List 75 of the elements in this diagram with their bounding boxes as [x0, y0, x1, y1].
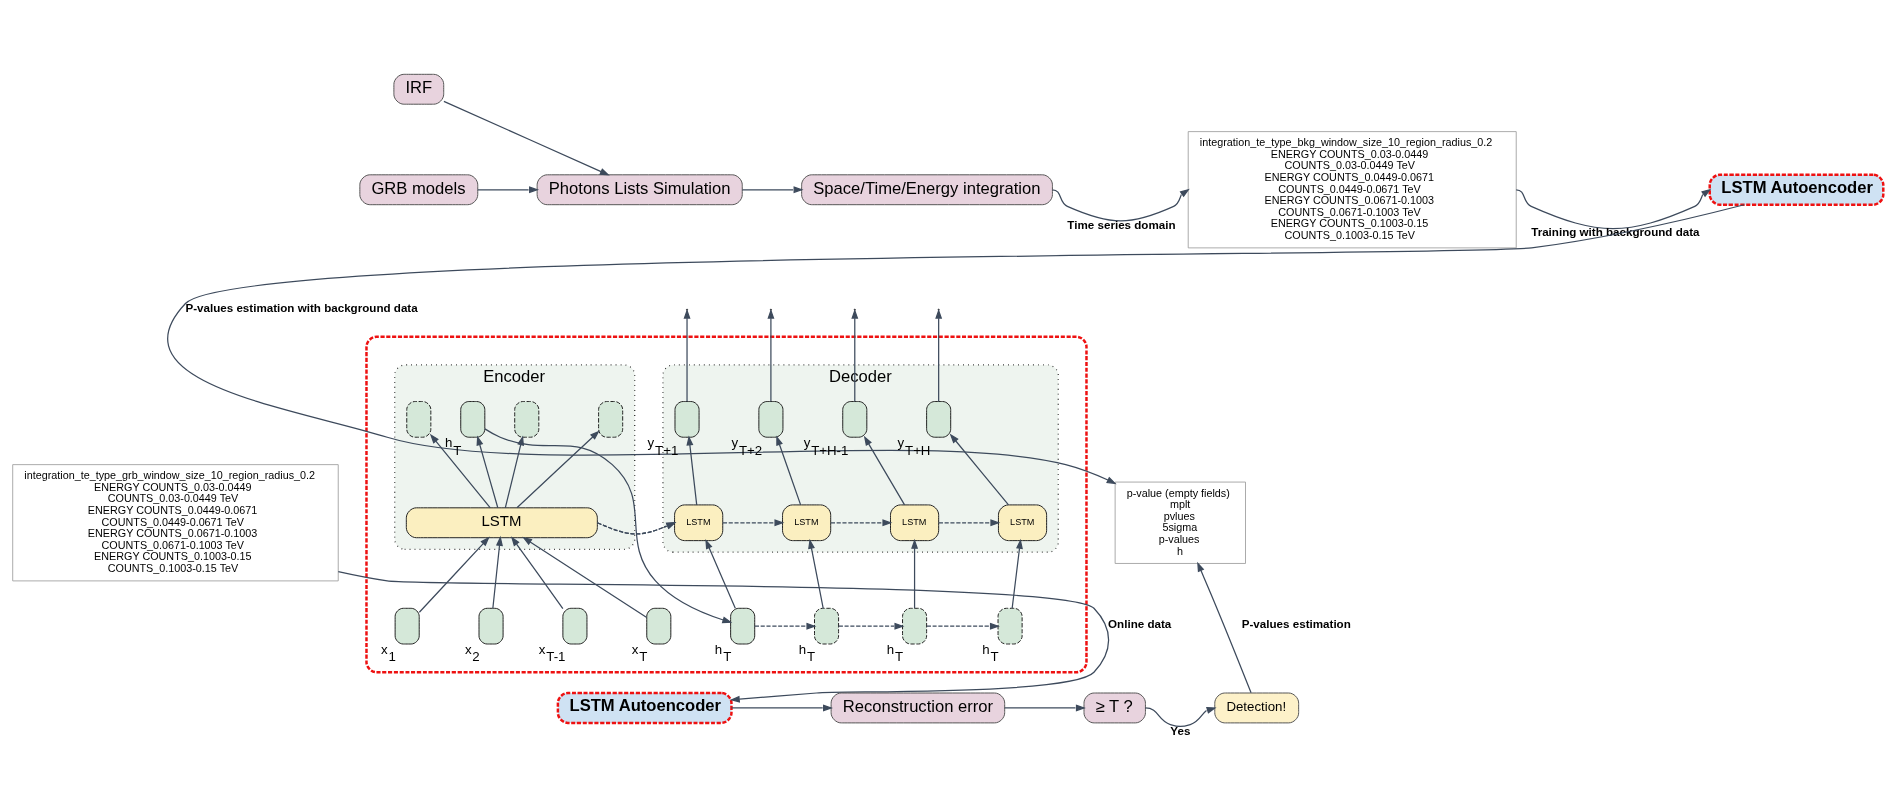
node-box: LSTM [997, 503, 1048, 541]
node-box: integration_te_type_bkg_window_size_10_region_radius_0.2 ENERGY COUNTS_0.03-0.0449 COUNTS_0.03-0.0449 TeV ENERGY COUNTS_0.0449-0.0671 COUNTS_0.0449-0.0671 TeV ENERGY COUNTS_0.0671-0.1003 COUNTS_0.0671-0.1003 TeV ENERGY COUNTS_0.1003-0.15 COUNTS_0.1003-0.15 TeV [1187, 130, 1517, 248]
arrow [722, 518, 785, 526]
node-box: Detection! [1214, 692, 1300, 723]
node-box [842, 400, 868, 438]
node-box [478, 607, 504, 644]
arrow [443, 100, 610, 176]
arrow [911, 538, 919, 609]
arrow [1515, 188, 1712, 229]
arrow [484, 427, 733, 623]
arrow [686, 434, 698, 506]
arrow [1011, 538, 1023, 609]
edge-label: Online data [1108, 616, 1172, 630]
arrow [808, 538, 824, 609]
node-box: LSTM [890, 503, 940, 541]
arrow [429, 433, 491, 508]
arrow [754, 622, 817, 630]
arrow [776, 435, 802, 506]
node-box [562, 607, 588, 644]
arrow [837, 622, 905, 630]
node-box [758, 400, 784, 438]
node-box: Photons Lists Simulation [536, 173, 743, 205]
arrow [510, 535, 564, 609]
node-box [902, 607, 928, 644]
arrow [167, 203, 1745, 484]
node-box [394, 607, 420, 644]
arrow [476, 434, 499, 508]
arrow [926, 622, 1000, 630]
node-box: Space/Time/Energy integration [801, 173, 1053, 205]
arrow [938, 518, 1001, 526]
node-box: LSTM [674, 503, 724, 541]
node-box [814, 607, 840, 644]
arrow [1051, 188, 1190, 221]
node-box [406, 400, 432, 438]
node-box [926, 400, 952, 438]
arrow [418, 536, 490, 613]
node-box: LSTM [782, 503, 832, 541]
node-box: LSTM [405, 506, 598, 538]
arrow [935, 308, 943, 402]
edge-label: Yes [1170, 723, 1191, 737]
arrow [863, 435, 906, 506]
node-box [646, 607, 672, 644]
node-box: GRB models [359, 173, 479, 205]
edge-label: P-values estimation with background data [185, 300, 418, 314]
node-box: ≥ T ? [1083, 692, 1146, 723]
node-box: IRF [393, 73, 445, 105]
arrow [830, 518, 893, 526]
node-box [598, 400, 624, 438]
arrow [492, 535, 503, 609]
arrow [504, 434, 525, 508]
arrow [596, 521, 677, 535]
node-box [997, 607, 1023, 644]
node-box [730, 607, 756, 644]
node-box: LSTM Autoencoder [1708, 173, 1885, 206]
arrow [730, 703, 833, 711]
arrow [1004, 703, 1086, 711]
node-box: p-value (empty fields) mplt pvlues 5sigma p-values h [1114, 481, 1246, 564]
node-box [460, 400, 486, 438]
cluster [365, 335, 1088, 673]
node-box: LSTM Autoencoder [556, 691, 733, 724]
arrow [1144, 706, 1217, 727]
arrow [1197, 561, 1252, 693]
node-box: integration_te_type_grb_window_size_10_region_radius_0.2 ENERGY COUNTS_0.03-0.0449 COUNTS_0.03-0.0449 TeV ENERGY COUNTS_0.0449-0.0671 COUNTS_0.0449-0.0671 TeV ENERGY COUNTS_0.0671-0.1003 COUNTS_0.0671-0.1003 TeV ENERGY COUNTS_0.1003-0.15 COUNTS_0.1003-0.15 TeV [12, 463, 339, 581]
node-box: Reconstruction error [830, 692, 1006, 723]
edge-label: P-values estimation [1241, 616, 1351, 630]
arrow [741, 185, 804, 193]
node-box [514, 400, 540, 438]
arrow [949, 433, 1010, 506]
arrow [477, 185, 540, 193]
arrow [705, 538, 736, 609]
edge-label: Time series domain [1067, 217, 1176, 231]
arrow [522, 536, 648, 618]
arrow [337, 570, 1110, 703]
node-box [674, 400, 700, 438]
arrow [516, 429, 600, 508]
